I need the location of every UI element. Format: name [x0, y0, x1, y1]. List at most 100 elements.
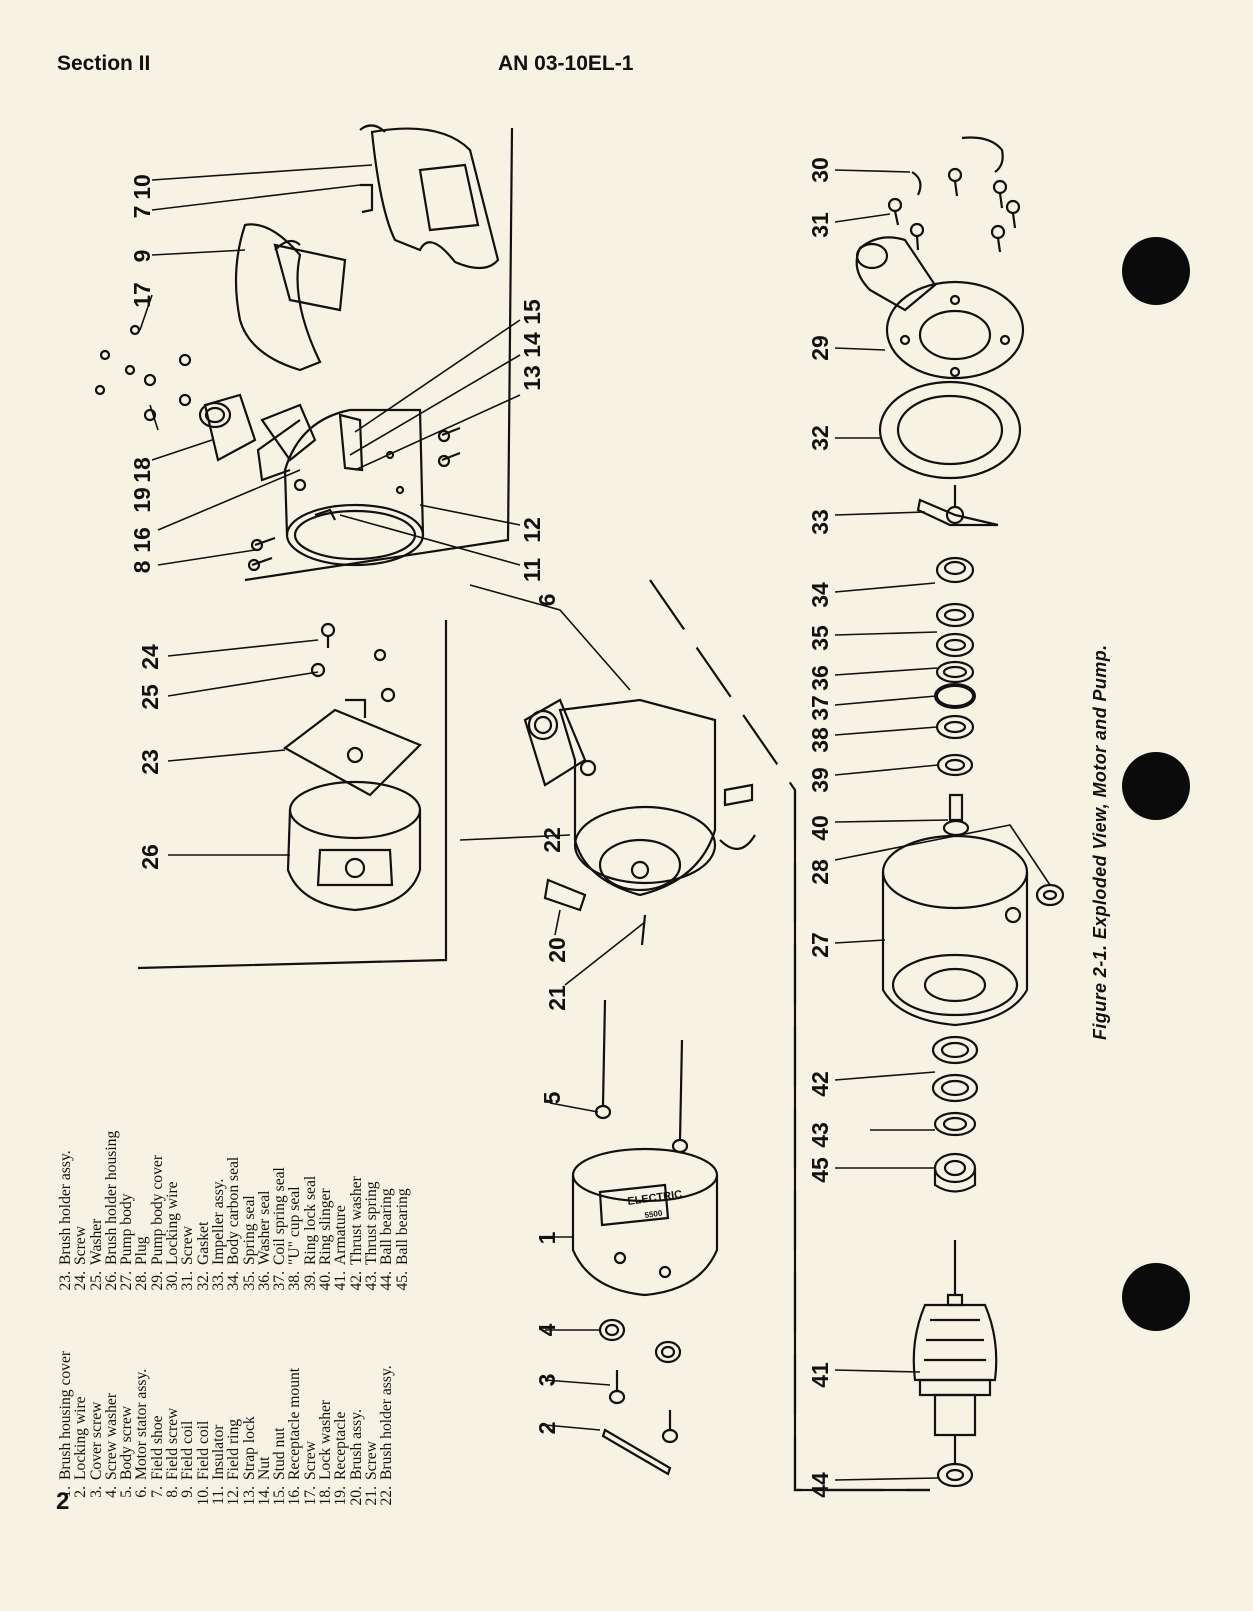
legend-item: 18.Lock washer: [317, 1298, 335, 1510]
legend-item-number: 31.: [179, 1271, 197, 1291]
legend-item: 34. Body carbon seal: [225, 1090, 243, 1295]
legend-item-label: Body carbon seal: [225, 1156, 243, 1265]
legend-item: 30. Locking wire: [164, 1090, 182, 1295]
thrust-parts: [931, 1035, 979, 1193]
callout-45: 45: [807, 1157, 833, 1183]
legend-item: 29.Pump body cover: [148, 1090, 166, 1295]
legend-item-number: 44.: [378, 1271, 396, 1291]
legend-item: 44.Ball bearing: [378, 1090, 396, 1295]
cover-hardware: [598, 1318, 682, 1476]
callout-37: 37: [807, 695, 833, 721]
legend-item-number: 23.: [57, 1271, 74, 1291]
callout-36: 36: [807, 665, 833, 691]
legend-item-label: Armature: [332, 1205, 350, 1265]
legend-item: 40.Ring slinger: [317, 1090, 334, 1295]
binder-hole-top: [1122, 237, 1190, 305]
legend-item-label: Screw: [301, 1441, 319, 1480]
legend-item: 36.Washer seal: [255, 1090, 273, 1295]
legend-item-number: 13.: [240, 1486, 258, 1506]
legend-item-number: 36.: [255, 1271, 273, 1291]
legend-item-label: Lock washer: [317, 1399, 335, 1480]
legend-item-label: Coil spring seal: [271, 1167, 289, 1265]
pump-cover-screws: [887, 136, 1021, 253]
legend-item: 3.Cover screw: [87, 1298, 105, 1510]
legend-item-label: Nut: [255, 1456, 273, 1480]
legend-item-number: 17.: [301, 1486, 319, 1506]
legend-item-number: 34.: [225, 1271, 243, 1291]
legend-item-label: "U" cup seal: [286, 1186, 304, 1265]
callout-32: 32: [807, 425, 833, 451]
legend-item-label: Locking wire: [164, 1181, 182, 1265]
callout-30: 30: [807, 157, 833, 183]
legend-item: 27.Pump body: [118, 1090, 136, 1295]
legend-item-number: 14.: [255, 1486, 273, 1506]
callout-18: 18: [129, 457, 155, 483]
legend-item-number: 12.: [225, 1486, 243, 1506]
section-heading: Section II: [57, 52, 151, 75]
legend-item-number: 45.: [393, 1271, 411, 1291]
legend-item-label: Thrust washer: [347, 1176, 365, 1265]
brush-holder-plate: [282, 698, 422, 797]
legend-item: 4. Screw washer: [102, 1298, 120, 1510]
legend-item-number: 43.: [362, 1271, 380, 1291]
legend-item: 7.Field shoe: [149, 1298, 166, 1510]
legend-item-label: Pump body: [118, 1193, 136, 1265]
callout-3: 3: [534, 1374, 560, 1387]
legend-item-label: Screw washer: [102, 1392, 120, 1480]
legend-item: 39.Ring lock seal: [302, 1090, 319, 1295]
motor-stator-assembly: [523, 698, 756, 912]
legend-item: 1.Brush housing cover: [57, 1298, 74, 1510]
seal-stack: [934, 556, 976, 777]
legend-item-number: 33.: [209, 1271, 227, 1291]
callout-23: 23: [137, 749, 163, 775]
legend-item: 5.Body screw: [118, 1298, 135, 1510]
legend-item: 33.Impeller assy.: [209, 1090, 227, 1295]
legend-item: 31.Screw: [179, 1090, 197, 1295]
callout-28: 28: [807, 859, 833, 885]
legend-item-label: Brush assy.: [347, 1409, 365, 1480]
legend-item-number: 6.: [133, 1486, 151, 1498]
callout-25: 25: [137, 684, 163, 710]
brush-holder-housing: [286, 780, 422, 912]
legend-item: 16.Receptacle mount: [286, 1298, 303, 1510]
legend-item-number: 3.: [87, 1486, 105, 1498]
legend-item-number: 38.: [286, 1271, 304, 1291]
legend-item: 15.Stud nut: [271, 1298, 288, 1510]
brush-screws: [310, 622, 396, 703]
legend-item: 17. Screw: [301, 1298, 319, 1510]
brush-housing-cover: [571, 1147, 719, 1297]
legend-item: 2.Locking wire: [72, 1298, 89, 1510]
legend-item-label: Field coil: [179, 1420, 197, 1480]
legend-item-number: 10.: [194, 1486, 212, 1506]
legend-item-number: 29.: [148, 1271, 166, 1291]
callout-6: 6: [534, 594, 560, 607]
legend-item-number: 30.: [164, 1271, 182, 1291]
callout-22: 22: [539, 827, 565, 853]
legend-item: 37.Coil spring seal: [271, 1090, 289, 1295]
legend-item-number: 25.: [87, 1271, 105, 1291]
callout-44: 44: [807, 1472, 833, 1498]
leader-lines: [139, 164, 1051, 1481]
callout-20: 20: [544, 937, 570, 963]
legend-item-number: 20.: [347, 1486, 365, 1506]
callout-33: 33: [807, 509, 833, 535]
nameplate-number: 5500: [644, 1209, 663, 1220]
legend-item-number: 4.: [102, 1486, 120, 1498]
callout-38: 38: [807, 727, 833, 753]
field-coil-lower: [234, 223, 347, 372]
legend-item: 21.Screw: [363, 1298, 380, 1510]
legend-item: 28.Plug: [133, 1090, 150, 1295]
legend-item-label: Field ring: [225, 1418, 243, 1480]
legend-item-label: Receptacle: [332, 1411, 350, 1480]
divider-line: [649, 579, 930, 1492]
callout-35: 35: [807, 625, 833, 651]
callout-39: 39: [807, 767, 833, 793]
callout-7: 7: [129, 206, 155, 219]
legend-item: 45.Ball bearing: [393, 1090, 411, 1295]
legend-item-number: 19.: [332, 1486, 350, 1506]
legend-item: 22.Brush holder assy.: [378, 1298, 395, 1510]
pump-body: [881, 834, 1029, 1027]
callout-10: 10: [129, 174, 155, 200]
